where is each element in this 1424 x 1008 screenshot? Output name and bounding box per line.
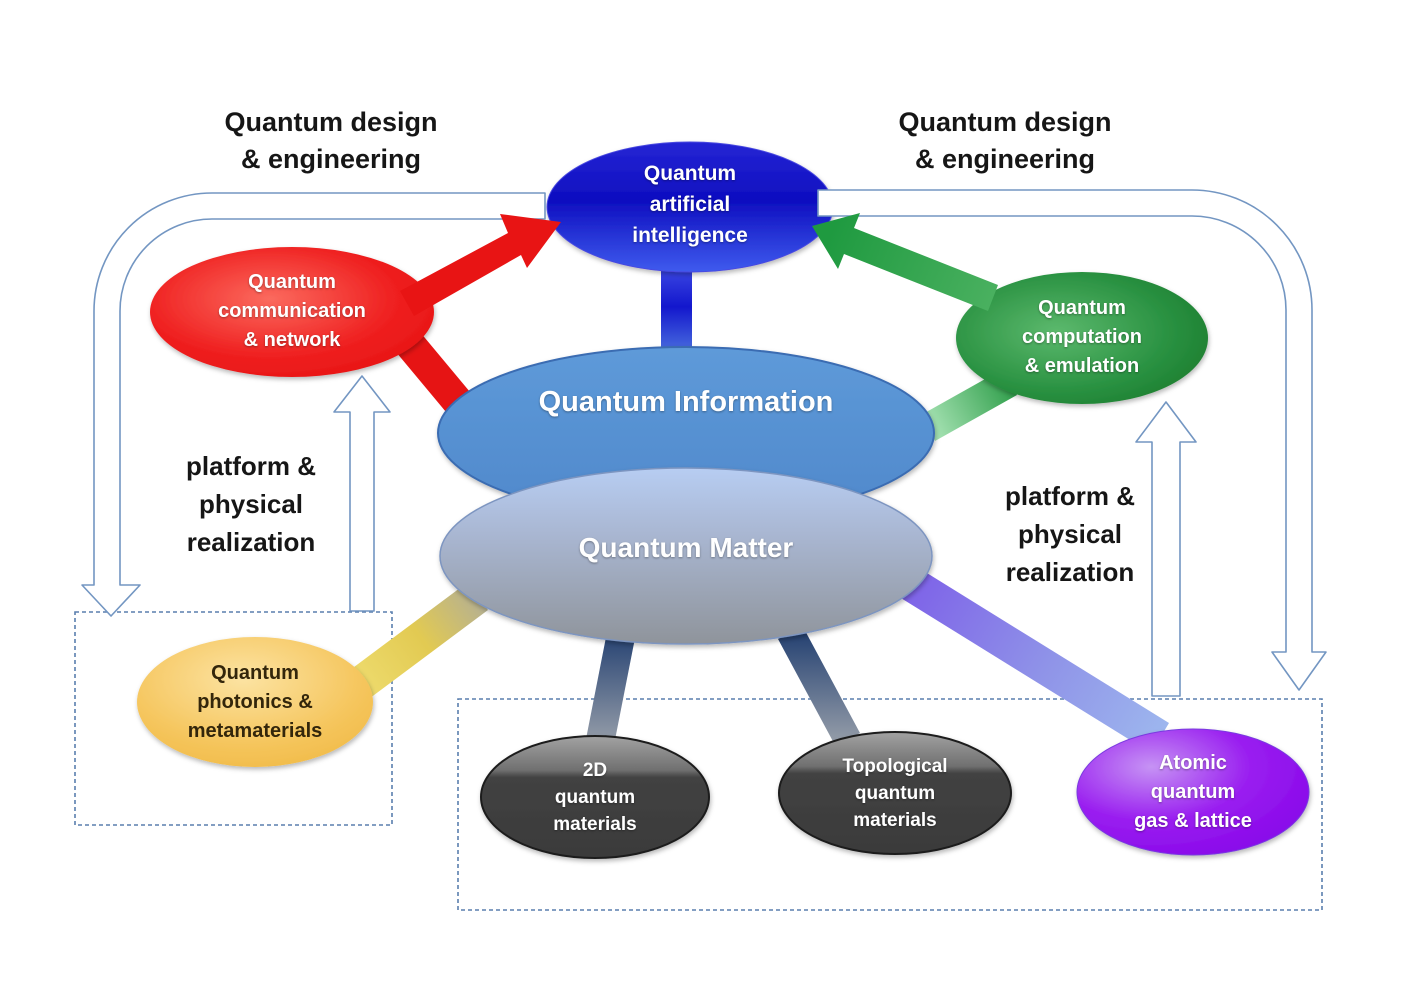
violet-link-matter-to-atomic (896, 565, 1169, 753)
node-quantum-photonics-metamaterials (137, 637, 373, 767)
green-link-computation-to-information (921, 369, 1017, 441)
hollow-curved-arrow-ai-to-photonics-box (81, 192, 546, 617)
gray-link-matter-to-2d (586, 627, 636, 745)
red-arrow-communication-to-ai (400, 214, 561, 316)
node-2d-quantum-materials (480, 735, 710, 859)
hollow-up-arrow-photonics-to-communication (333, 375, 391, 612)
hollow-up-arrow-materials-to-computation (1135, 401, 1197, 697)
node-topological-quantum-materials (778, 731, 1012, 855)
green-arrow-computation-to-ai (812, 213, 998, 311)
node-quantum-communication-network (150, 247, 434, 377)
node-quantum-matter (439, 467, 933, 645)
node-quantum-computation-emulation (956, 272, 1208, 404)
node-atomic-quantum-gas-lattice (1076, 728, 1310, 856)
blue-link-ai-to-information (661, 269, 692, 353)
yellow-link-matter-to-photonics (342, 582, 488, 704)
photonics-group-dashed-box (74, 611, 393, 826)
materials-group-dashed-box (457, 698, 1323, 911)
gray-link-matter-to-topological (778, 625, 860, 747)
node-quantum-artificial-intelligence (546, 141, 834, 273)
hollow-curved-arrow-ai-to-materials-box (817, 189, 1327, 691)
